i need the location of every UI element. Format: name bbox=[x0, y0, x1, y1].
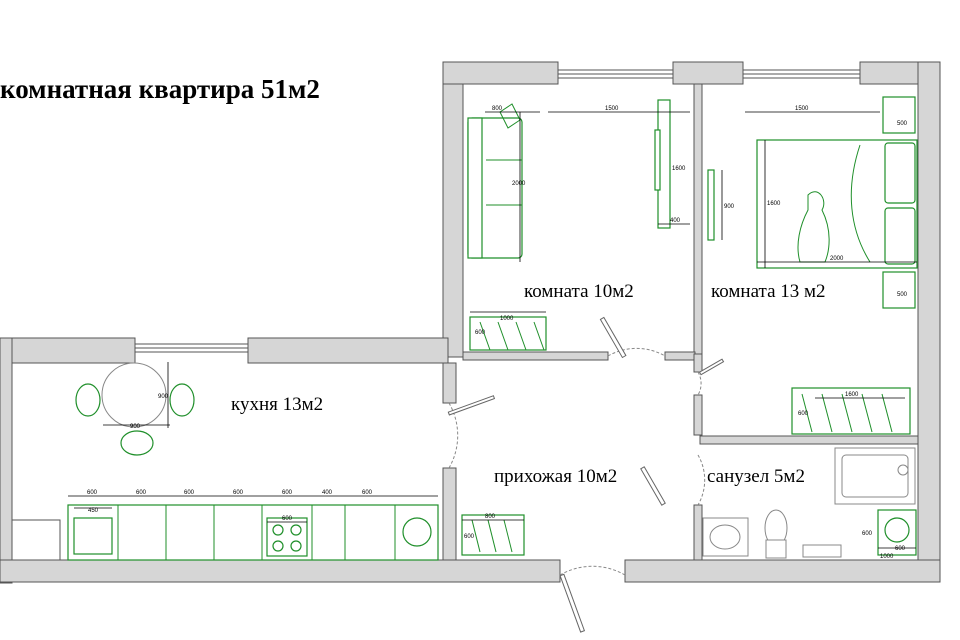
sink bbox=[73, 517, 113, 555]
dim-r2-night2: 500 bbox=[897, 292, 908, 298]
nightstand-1 bbox=[882, 96, 916, 134]
chair-right bbox=[169, 383, 195, 417]
room-label-kitchen: кухня 13м2 bbox=[231, 394, 324, 415]
wall-hall-right-top bbox=[693, 353, 703, 373]
dim-r1-shelf-d: 400 bbox=[670, 218, 681, 224]
wall-kitchen-left bbox=[0, 337, 13, 584]
room-label-room1: комната 10м2 bbox=[524, 281, 634, 302]
dim-k-oven: 600 bbox=[282, 516, 293, 522]
fan bbox=[402, 517, 432, 547]
wall-bottom-left bbox=[0, 559, 561, 583]
hall-furniture bbox=[461, 514, 525, 556]
wall-room1-bottom-right bbox=[664, 351, 696, 361]
room-label-room2: комната 13 м2 bbox=[711, 281, 826, 302]
room1-furniture bbox=[467, 99, 671, 351]
dim-h-wardrobe: 800 bbox=[485, 514, 496, 520]
dim-b-wm: 600 bbox=[895, 546, 906, 552]
door-entrance bbox=[559, 573, 586, 633]
wall-partition-rooms bbox=[693, 83, 703, 355]
plan-title: комнатная квартира 51м2 bbox=[0, 74, 320, 104]
person-figure bbox=[797, 191, 830, 263]
dim-k-cab4: 600 bbox=[233, 490, 244, 496]
wall-bath-top bbox=[699, 435, 919, 445]
wall-kitchen-hall-bottom bbox=[442, 467, 457, 561]
wall-right bbox=[917, 61, 941, 583]
pillow-2 bbox=[884, 207, 916, 265]
dim-k-table-w: 900 bbox=[130, 424, 141, 430]
dim-r1-sofa-len: 2000 bbox=[512, 181, 526, 187]
dim-b-bath: 1000 bbox=[880, 554, 894, 560]
stove bbox=[266, 517, 308, 557]
bath-cabinet bbox=[802, 544, 842, 558]
dim-r2-tv: 900 bbox=[724, 204, 735, 210]
room2-furniture bbox=[707, 96, 918, 435]
kitchen-niche bbox=[11, 519, 61, 561]
sofa-back bbox=[467, 117, 483, 259]
wall-kitchen-top-left bbox=[0, 337, 136, 364]
wall-top-mid-seg bbox=[672, 61, 744, 85]
room-label-hall: прихожая 10м2 bbox=[494, 466, 618, 487]
tv bbox=[654, 129, 661, 191]
dim-k-cab1: 600 bbox=[87, 490, 98, 496]
dim-r2-window: 1500 bbox=[795, 106, 809, 112]
dim-r1-window: 1500 bbox=[605, 106, 619, 112]
door-room1 bbox=[599, 316, 627, 359]
wall-kitchen-hall-top bbox=[442, 362, 457, 404]
wall-kitchen-top-right bbox=[247, 337, 449, 364]
dim-k-sink: 450 bbox=[88, 508, 99, 514]
tv-2 bbox=[707, 169, 715, 241]
dim-k-cab6: 400 bbox=[322, 490, 333, 496]
kitchen-counter bbox=[67, 504, 439, 561]
dim-h-wardrobe-d: 600 bbox=[464, 534, 475, 540]
wall-room1-bottom bbox=[462, 351, 609, 361]
dim-k-cab5: 600 bbox=[282, 490, 293, 496]
dim-r1-desk: 1000 bbox=[500, 316, 514, 322]
bathroom-furniture bbox=[702, 447, 917, 559]
nightstand-2 bbox=[882, 271, 916, 309]
dim-b-wm-d: 600 bbox=[862, 531, 873, 537]
dim-r1-sofa-w: 800 bbox=[492, 106, 503, 112]
room-label-bathroom: санузел 5м2 bbox=[707, 466, 805, 487]
wall-bottom-right bbox=[624, 559, 941, 583]
door-kitchen bbox=[447, 395, 496, 416]
dim-r2-bed-len: 2000 bbox=[830, 256, 844, 262]
wall-upper-left bbox=[442, 61, 464, 358]
dim-k-table-h: 900 bbox=[158, 394, 169, 400]
wall-top-left-seg bbox=[442, 61, 559, 85]
dim-r2-wardrobe: 1600 bbox=[845, 392, 859, 398]
dim-r1-desk-d: 600 bbox=[475, 330, 486, 336]
door-room2 bbox=[698, 358, 725, 376]
dining-table bbox=[101, 362, 167, 428]
chair-left bbox=[75, 383, 101, 417]
dim-k-cab7: 600 bbox=[362, 490, 373, 496]
chair-bottom bbox=[120, 430, 154, 456]
dim-k-cab3: 600 bbox=[184, 490, 195, 496]
doors bbox=[447, 316, 725, 633]
kitchen-furniture bbox=[67, 362, 439, 561]
desk bbox=[469, 316, 547, 351]
door-bathroom bbox=[640, 466, 666, 506]
dim-k-cab2: 600 bbox=[136, 490, 147, 496]
dim-r2-bed-w: 1600 bbox=[767, 201, 781, 207]
pillow-1 bbox=[884, 142, 916, 204]
dim-r2-wardrobe-d: 600 bbox=[798, 411, 809, 417]
dim-r2-night1: 500 bbox=[897, 121, 908, 127]
dim-r1-shelf: 1600 bbox=[672, 166, 686, 172]
dimensions: 800 2000 1500 1600 400 1000 600 1500 160… bbox=[68, 106, 917, 560]
wall-hall-right-mid bbox=[693, 394, 703, 436]
